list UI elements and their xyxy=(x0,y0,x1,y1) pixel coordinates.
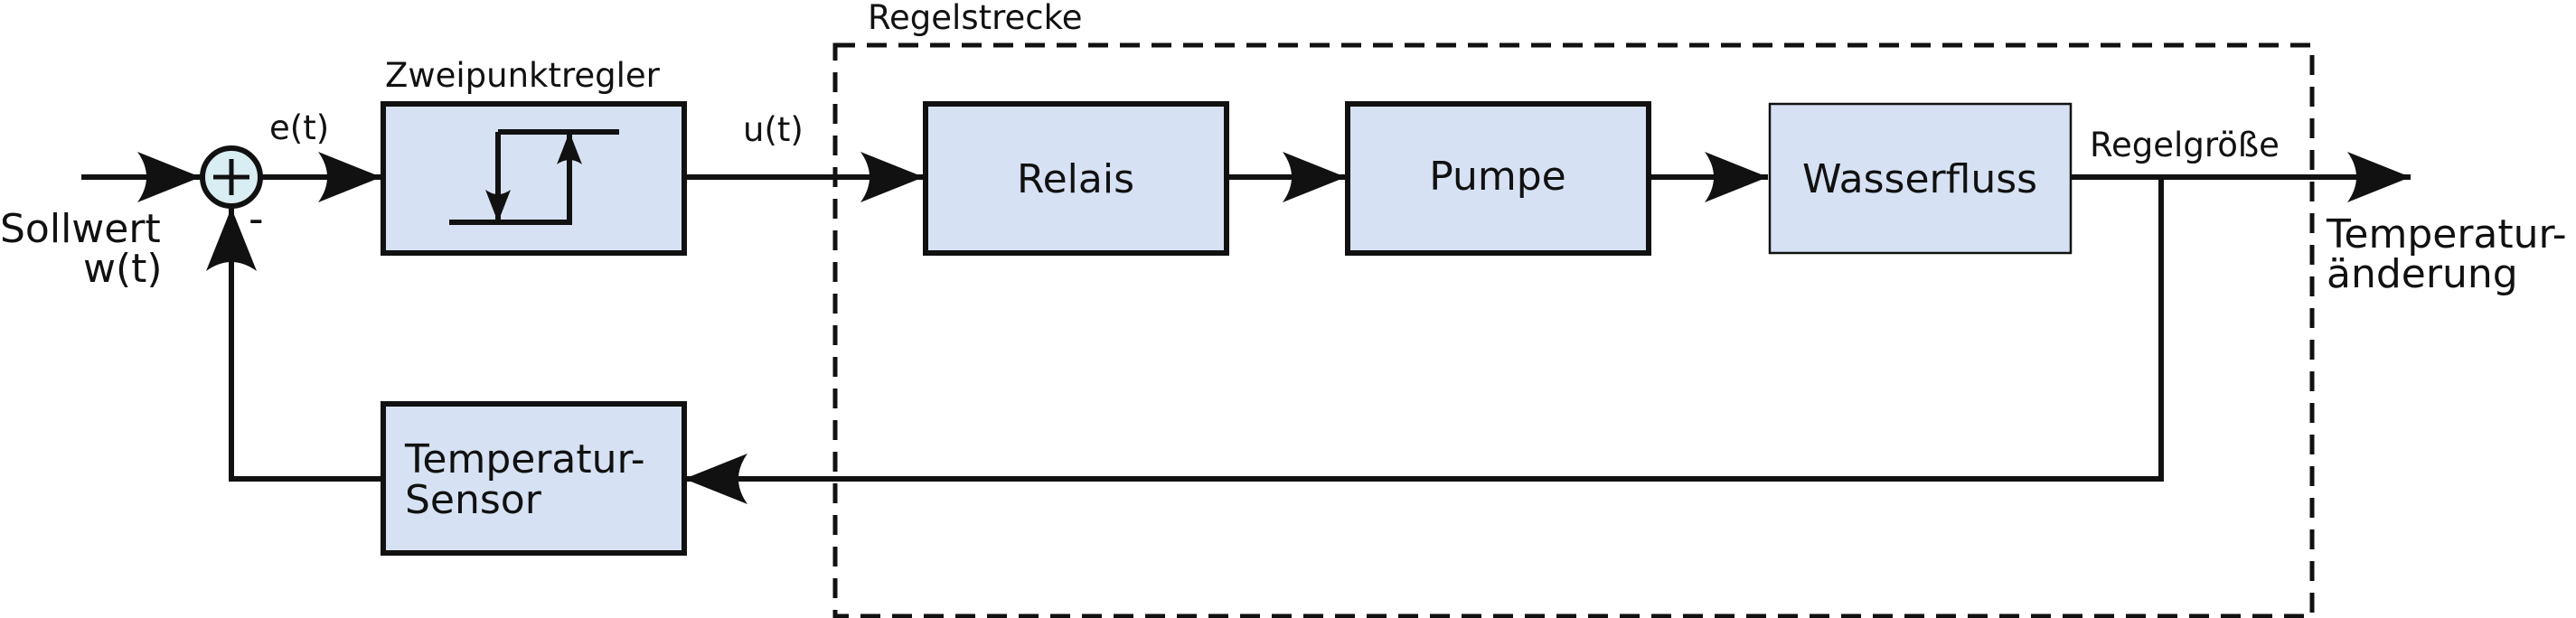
controller-block xyxy=(381,101,687,256)
control-signal-label: u(t) xyxy=(743,110,804,149)
controlled-variable-label: Regelgröße xyxy=(2090,126,2280,164)
pumpe-block xyxy=(1345,101,1651,256)
setpoint-label-line1: Sollwert xyxy=(0,206,161,252)
plant-boundary xyxy=(832,42,2315,618)
wasserfluss-label: Wasserfluss xyxy=(1802,156,2037,202)
setpoint-label-line2: w(t) xyxy=(83,246,163,292)
pumpe-label: Pumpe xyxy=(1429,154,1566,200)
summing-junction xyxy=(200,145,263,209)
sensor-block xyxy=(381,401,687,556)
hysteresis-arrow-up xyxy=(557,132,582,164)
error-signal-label: e(t) xyxy=(269,108,329,147)
minus-sign: - xyxy=(249,194,264,243)
output-label-line1: Temperatur- xyxy=(2326,211,2567,258)
relais-label: Relais xyxy=(1017,156,1134,202)
controller-title: Zweipunktregler xyxy=(385,56,661,95)
output-label-line2: änderung xyxy=(2327,251,2518,297)
plant-title: Regelstrecke xyxy=(868,0,1083,37)
hysteresis-arrow-down xyxy=(485,190,511,222)
sensor-label-line2: Sensor xyxy=(405,477,542,523)
feedback-path xyxy=(684,177,2164,504)
wasserfluss-block xyxy=(1768,102,2073,255)
sensor-to-summing-arrow xyxy=(206,208,382,482)
relais-block xyxy=(923,101,1229,256)
sensor-label-line1: Temperatur- xyxy=(404,436,645,482)
